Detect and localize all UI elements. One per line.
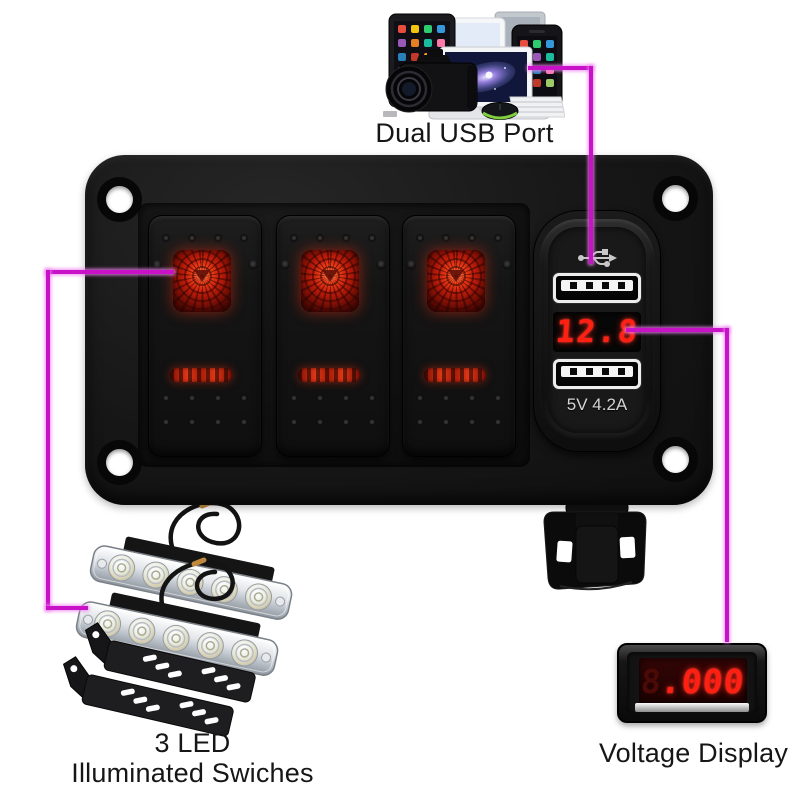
electronic-devices-collage-icon: [383, 11, 565, 120]
callout-top-horizontal: [528, 66, 593, 70]
rivet-dots: [281, 416, 385, 428]
callout-right-horizontal: [626, 328, 729, 332]
voltage-display-module: 8.000: [617, 643, 767, 723]
rivet-dots: [407, 416, 511, 428]
mouse-icon: [481, 102, 519, 120]
red-indicator-bar: [170, 368, 232, 382]
callout-left-vertical: [46, 270, 50, 610]
callout-top-vertical: [589, 66, 593, 264]
callout-left-horizontal-bottom: [46, 606, 88, 610]
usb-trident-icon: [578, 249, 617, 267]
wire-loop: [159, 557, 235, 607]
rivet-dots: [407, 232, 511, 244]
rivet-dot: [406, 260, 416, 270]
rivet-dot: [248, 260, 258, 270]
led-light-bars-icon: [62, 499, 293, 737]
led-switches-label: 3 LED Illuminated Swiches: [50, 728, 335, 788]
led-switches-label-line1: 3 LED: [154, 728, 231, 758]
rivet-dots: [281, 392, 385, 404]
wire-loop: [168, 499, 242, 550]
camera-icon: [383, 49, 478, 117]
rivet-dots: [407, 392, 511, 404]
rocker-switch-3: [402, 215, 516, 457]
rivet-dots: [153, 232, 257, 244]
keyboard-icon: [509, 96, 565, 118]
mounting-clip-icon: [543, 501, 647, 591]
voltage-display-label: Voltage Display: [598, 738, 789, 768]
voltage-display-window: 8.000: [639, 658, 747, 704]
screw-hole-top-right: [662, 185, 689, 212]
usb-port-top[interactable]: [553, 273, 641, 303]
voltage-display-chrome-strip: [635, 703, 749, 712]
red-illuminated-lens: [173, 250, 231, 312]
screw-hole-bottom-left: [106, 449, 133, 476]
screw-hole-top-left: [106, 186, 133, 213]
callout-left-horizontal-top: [46, 270, 174, 274]
red-illuminated-lens: [301, 250, 359, 312]
dual-usb-socket-module: 12.8 5V 4.2A: [533, 210, 661, 452]
red-illuminated-lens: [427, 250, 485, 312]
screw-hole-bottom-right: [662, 446, 689, 473]
rivet-dot: [502, 260, 512, 270]
rocker-switch-2: [276, 215, 390, 457]
rivet-dots: [281, 232, 385, 244]
rocker-switch-1: [148, 215, 262, 457]
rivet-dot: [152, 260, 162, 270]
mounting-bracket-1: [84, 622, 256, 703]
led-bar-2: [75, 592, 279, 676]
led-switches-label-line2: Illuminated Swiches: [71, 758, 314, 788]
panel-voltage-value: 12.8: [554, 314, 640, 350]
rivet-dots: [153, 392, 257, 404]
usb-port-tongue: [561, 280, 633, 291]
usb-port-rating-text: 5V 4.2A: [566, 395, 628, 414]
red-indicator-bar: [298, 368, 360, 382]
rivet-dot: [280, 260, 290, 270]
mounting-bracket-2: [62, 656, 234, 737]
rivet-dot: [376, 260, 386, 270]
panel-voltmeter-readout: 12.8: [553, 312, 641, 352]
red-indicator-bar: [424, 368, 486, 382]
callout-right-vertical: [725, 328, 729, 642]
voltage-reading: .000: [659, 661, 747, 701]
usb-port-bottom[interactable]: [553, 359, 641, 389]
dual-usb-port-label: Dual USB Port: [375, 118, 554, 148]
rivet-dots: [153, 416, 257, 428]
usb-port-tongue: [561, 366, 633, 377]
